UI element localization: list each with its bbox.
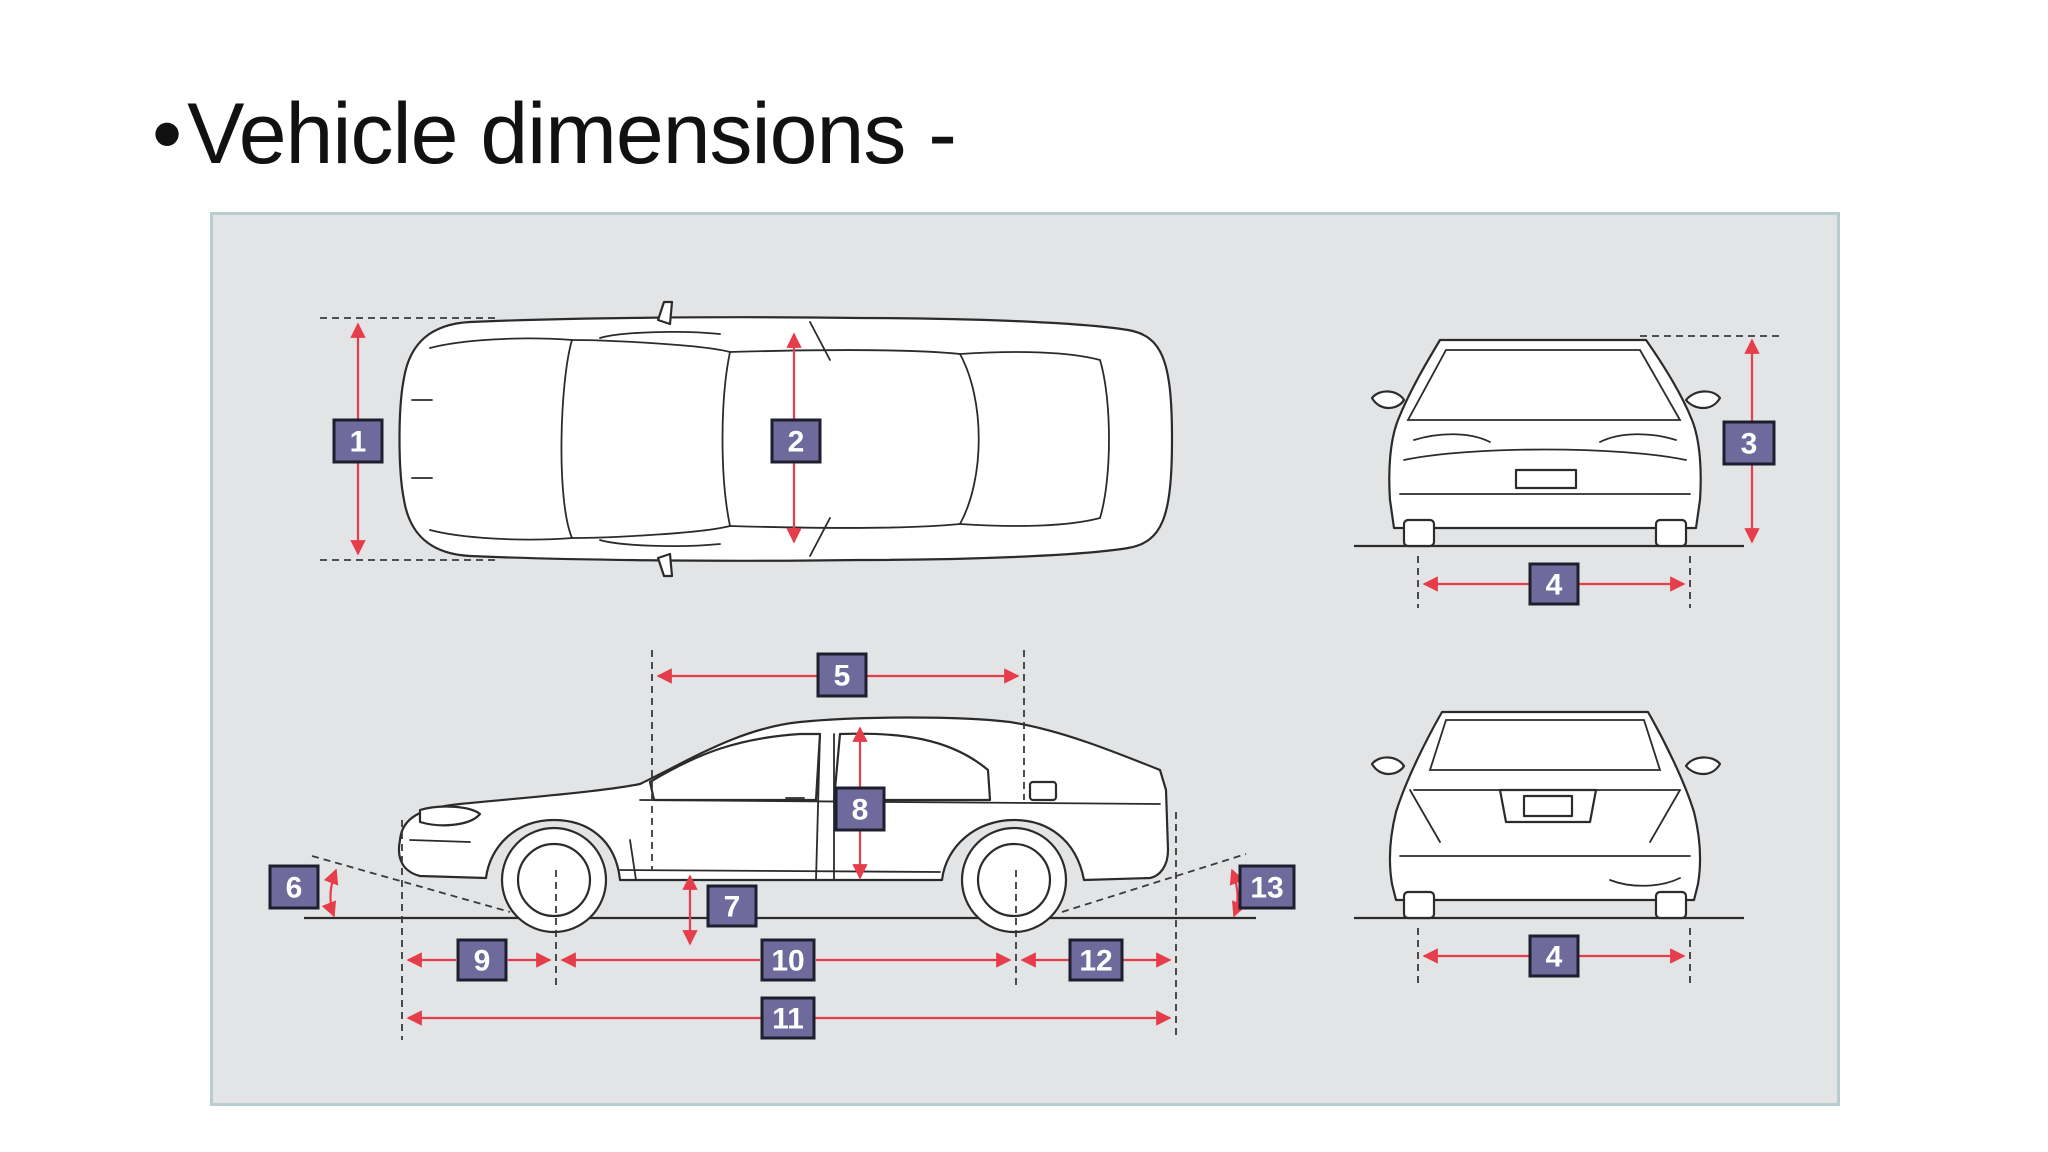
badge-2-label: 2 [788, 426, 805, 459]
badge-2: 2 [770, 418, 822, 464]
badge-1: 1 [332, 418, 384, 464]
badge-4-front: 4 [1528, 562, 1580, 606]
badge-12: 12 [1068, 938, 1124, 982]
badge-11: 11 [760, 996, 816, 1040]
badge-9-label: 9 [474, 945, 491, 978]
badge-3-label: 3 [1741, 428, 1758, 461]
badge-11-label: 11 [772, 1003, 804, 1036]
badge-4-front-label: 4 [1546, 569, 1563, 602]
badge-1-label: 1 [350, 426, 367, 459]
side-view [304, 650, 1256, 1040]
badge-8: 8 [834, 786, 886, 832]
rear-view [1354, 710, 1744, 984]
badge-12-label: 12 [1079, 945, 1112, 978]
badge-3: 3 [1722, 420, 1776, 466]
badge-8-label: 8 [852, 794, 869, 827]
title-bullet: • [152, 86, 182, 182]
badge-13: 13 [1238, 864, 1296, 910]
badge-4-rear-label: 4 [1546, 941, 1563, 974]
badge-5-label: 5 [834, 660, 851, 693]
badge-6-label: 6 [286, 872, 303, 905]
badge-5: 5 [816, 652, 868, 698]
front-view [1354, 335, 1782, 608]
badge-7-label: 7 [724, 891, 741, 924]
badge-7: 7 [706, 884, 758, 928]
badge-10-label: 10 [771, 945, 804, 978]
badge-10: 10 [760, 938, 816, 982]
slide-title: •Vehicle dimensions - [152, 84, 957, 184]
top-view [320, 300, 1174, 578]
badge-6: 6 [268, 864, 320, 910]
badge-4-rear: 4 [1528, 934, 1580, 978]
badge-9: 9 [456, 938, 508, 982]
title-text: Vehicle dimensions - [187, 86, 957, 182]
badge-13-label: 13 [1250, 872, 1283, 905]
